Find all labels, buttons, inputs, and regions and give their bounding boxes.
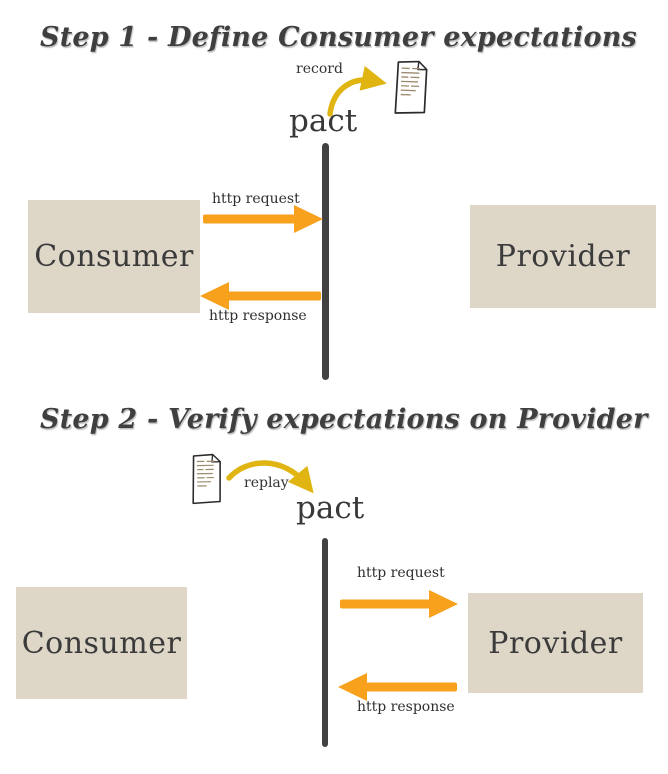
step1-pact-label: pact	[289, 103, 358, 139]
step2-pact-label: pact	[296, 490, 365, 526]
step2-http-request-arrow	[340, 590, 458, 618]
pact-file-icon	[192, 453, 221, 505]
record-curved-arrow-icon	[327, 66, 387, 117]
step1-record-label: record	[296, 61, 343, 77]
step2-http-response-label: http response	[357, 699, 455, 715]
pact-file-icon	[394, 60, 428, 114]
arrow-shaft	[222, 291, 321, 301]
step1-title: Step 1 - Define Consumer expectations	[40, 22, 637, 53]
step2-http-request-label: http request	[357, 565, 445, 581]
step1-provider-label: Provider	[495, 239, 631, 274]
arrow-shaft	[360, 682, 457, 692]
step2-pact-verifier-line	[322, 538, 328, 747]
step1-provider-box: Provider	[470, 205, 656, 308]
arrow-head	[338, 673, 367, 701]
arrow-shaft	[203, 214, 301, 224]
step1-http-response-label: http response	[209, 308, 307, 324]
arrow-head	[200, 282, 229, 310]
step2-replay-label: replay	[244, 475, 289, 491]
step2-consumer-label: Consumer	[21, 625, 182, 661]
step1-consumer-box: Consumer	[28, 200, 200, 313]
step1-pact-mock-line	[322, 143, 329, 380]
step2-title: Step 2 - Verify expectations on Provider	[40, 404, 648, 435]
step2-consumer-box: Consumer	[16, 587, 187, 699]
step2-http-response-arrow	[338, 673, 457, 701]
step1-http-request-arrow	[203, 205, 323, 233]
step1-http-request-label: http request	[212, 191, 300, 207]
step1-http-response-arrow	[200, 282, 321, 310]
arrow-shaft	[340, 599, 436, 609]
replay-curved-arrow-icon	[226, 460, 314, 494]
step2-provider-box: Provider	[468, 593, 643, 693]
arrow-head	[429, 590, 458, 618]
step1-consumer-label: Consumer	[34, 239, 194, 274]
step2-provider-label: Provider	[488, 625, 623, 661]
arrow-head	[294, 205, 323, 233]
